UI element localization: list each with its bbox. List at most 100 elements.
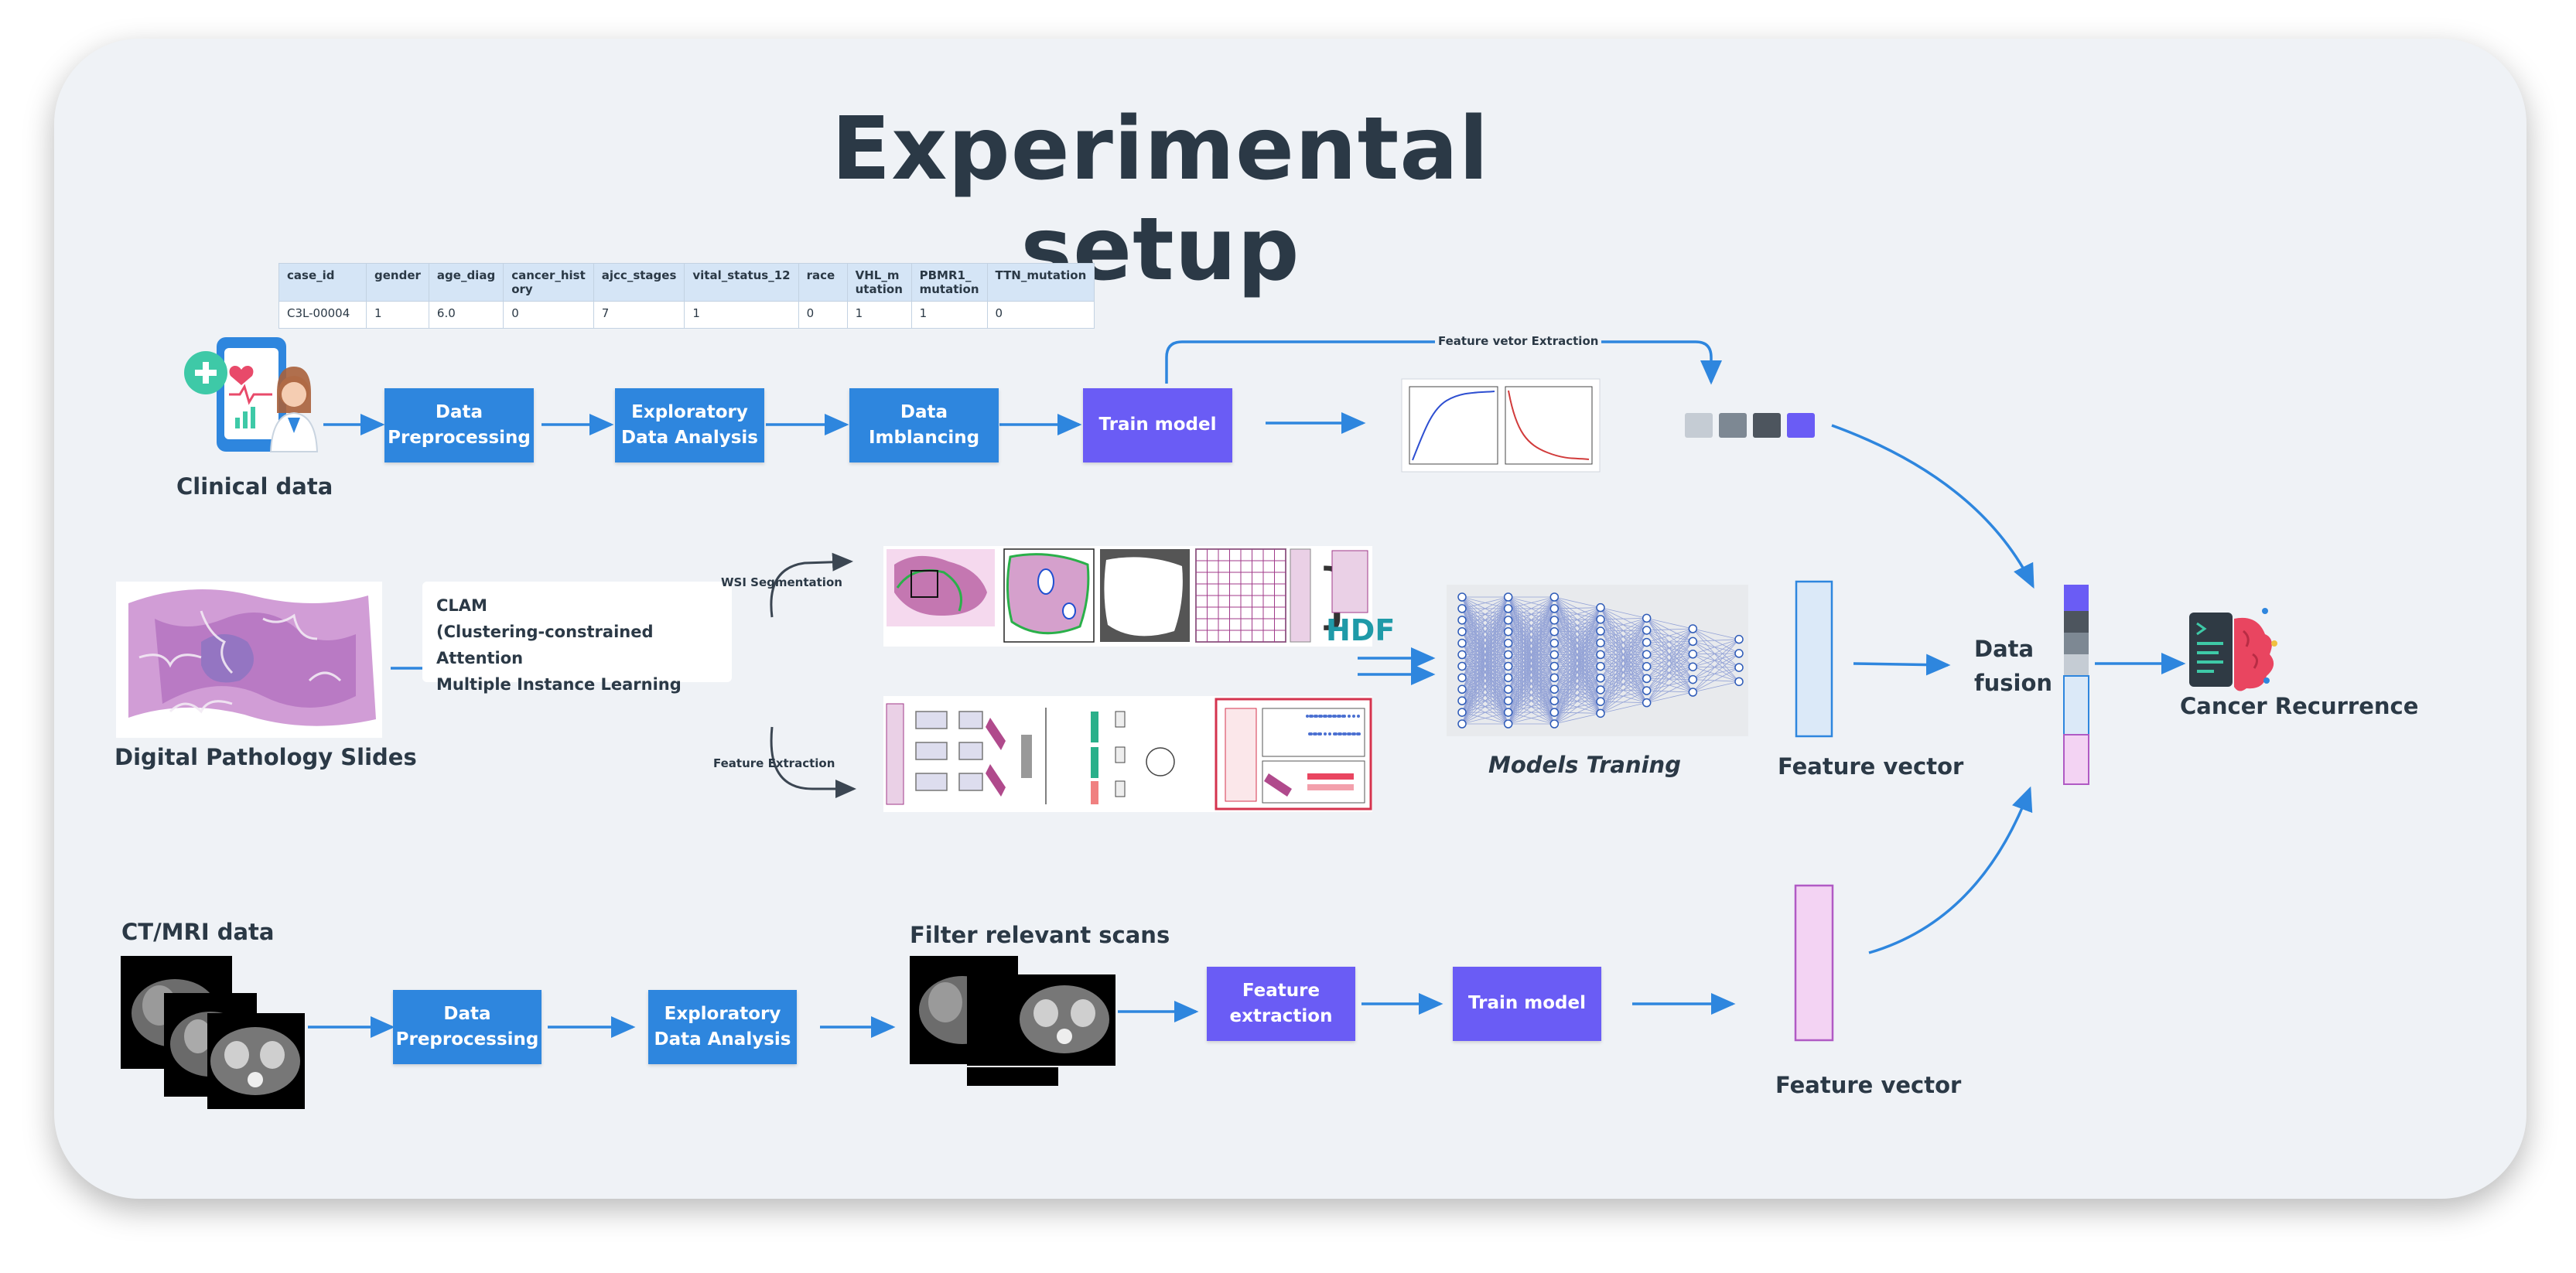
nn-node — [1457, 719, 1467, 729]
nn-edge — [1508, 596, 1555, 609]
nn-edge — [1461, 712, 1508, 725]
nn-node — [1503, 616, 1513, 625]
pathology-feature-vector — [1795, 580, 1833, 738]
nn-node — [1503, 708, 1513, 717]
nn-edge — [1553, 607, 1601, 713]
scatter-dot — [1309, 715, 1312, 718]
scatter-dot — [1333, 732, 1336, 735]
nn-node — [1549, 592, 1560, 602]
nn-node — [1503, 696, 1513, 705]
nn-node — [1503, 626, 1513, 636]
arrow-imaging-vector-to-fusion — [1868, 786, 2033, 954]
nn-edge — [1508, 677, 1555, 725]
data-fusion-line: fusion — [1974, 669, 2053, 696]
nn-edge — [1508, 608, 1555, 725]
clam-line: (Clustering-constrained Attention — [436, 623, 654, 668]
scatter-dot — [1313, 732, 1316, 735]
table-cell: C3L-00004 — [278, 301, 367, 329]
nn-node — [1503, 604, 1513, 613]
nn-node — [1503, 638, 1513, 648]
nn-edge — [1461, 596, 1509, 678]
scatter-dot — [1306, 715, 1309, 718]
nn-edge — [1508, 688, 1555, 725]
nn-edge — [1554, 607, 1601, 609]
table-header-cell: case_id — [278, 263, 367, 302]
nn-node — [1596, 674, 1605, 683]
nn-edge — [1693, 641, 1740, 668]
scatter-dot — [1338, 732, 1341, 735]
nn-edge — [1646, 628, 1693, 691]
nn-edge — [1461, 619, 1509, 725]
nn-node — [1596, 615, 1605, 624]
nn-edge — [1461, 688, 1508, 725]
table-header-cell: PBMR1_ mutation — [910, 263, 988, 302]
nn-node — [1549, 696, 1560, 705]
nn-edge — [1508, 654, 1555, 725]
nn-edge — [1508, 619, 1555, 725]
nn-node — [1549, 604, 1560, 613]
nn-edge — [1600, 617, 1647, 643]
pathology-slides-label: Digital Pathology Slides — [114, 744, 417, 770]
table-cell: 0 — [503, 301, 594, 329]
nn-edge — [1554, 607, 1601, 643]
nn-edge — [1646, 628, 1693, 631]
nn-edge — [1646, 628, 1693, 667]
feature-vector-extraction-label: Feature vetor Extraction — [1435, 334, 1602, 348]
nn-edge — [1461, 596, 1509, 725]
scatter-dot — [1314, 715, 1317, 718]
clinical-data-table: case_id gender age_diag cancer_hist ory … — [278, 263, 1095, 329]
nn-edge — [1693, 639, 1740, 693]
nn-edge — [1693, 639, 1740, 667]
nn-node — [1596, 685, 1605, 695]
nn-edge — [1600, 642, 1648, 714]
nn-edge — [1461, 596, 1509, 701]
nn-edge — [1693, 666, 1740, 682]
nn-node — [1503, 673, 1513, 683]
nn-edge — [1508, 596, 1555, 655]
nn-edge — [1600, 618, 1647, 679]
nn-edge — [1646, 679, 1693, 704]
imaging-train-model-step: Train model — [1453, 967, 1601, 1041]
nn-node — [1457, 616, 1467, 625]
hdf-logo-icon: HDF — [1326, 613, 1395, 647]
nn-edge — [1600, 666, 1647, 714]
nn-edge — [1646, 628, 1693, 703]
nn-node — [1734, 677, 1744, 687]
nn-node — [1642, 662, 1652, 671]
brain-terminal-icon — [2189, 608, 2277, 691]
nn-node — [1688, 636, 1698, 647]
nn-node — [1596, 626, 1605, 636]
clinical-train-model-step: Train model — [1083, 388, 1232, 462]
nn-edge — [1693, 639, 1740, 680]
nn-edge — [1461, 596, 1509, 713]
nn-edge — [1508, 596, 1555, 643]
nn-node — [1503, 592, 1513, 602]
nn-edge — [1600, 617, 1647, 632]
table-header-cell: TTN_mutation — [986, 263, 1095, 302]
nn-node — [1642, 637, 1652, 647]
nn-node — [1549, 661, 1560, 671]
nn-edge — [1461, 608, 1509, 725]
clam-box: CLAM (Clustering-constrained Attention M… — [422, 582, 732, 694]
nn-edge — [1461, 666, 1508, 725]
scatter-dot — [1347, 732, 1350, 735]
scatter-dot — [1308, 732, 1311, 735]
doctor-phone-icon — [184, 337, 319, 452]
nn-node — [1549, 650, 1560, 660]
nn-node — [1503, 719, 1513, 729]
nn-edge — [1693, 667, 1740, 693]
neural-network-image — [1447, 585, 1748, 736]
nn-node — [1688, 662, 1698, 671]
nn-edge — [1508, 596, 1555, 690]
nn-node — [1688, 650, 1698, 659]
scatter-dot — [1356, 732, 1359, 735]
nn-edge — [1693, 679, 1740, 682]
nn-edge — [1554, 689, 1601, 725]
nn-edge — [1554, 712, 1601, 725]
nn-edge — [1554, 607, 1601, 667]
table-header-cell: age_diag — [428, 263, 504, 302]
nn-edge — [1646, 628, 1693, 679]
table-cell: 7 — [593, 301, 685, 329]
scatter-dot — [1328, 732, 1331, 735]
nn-edge — [1461, 596, 1508, 667]
